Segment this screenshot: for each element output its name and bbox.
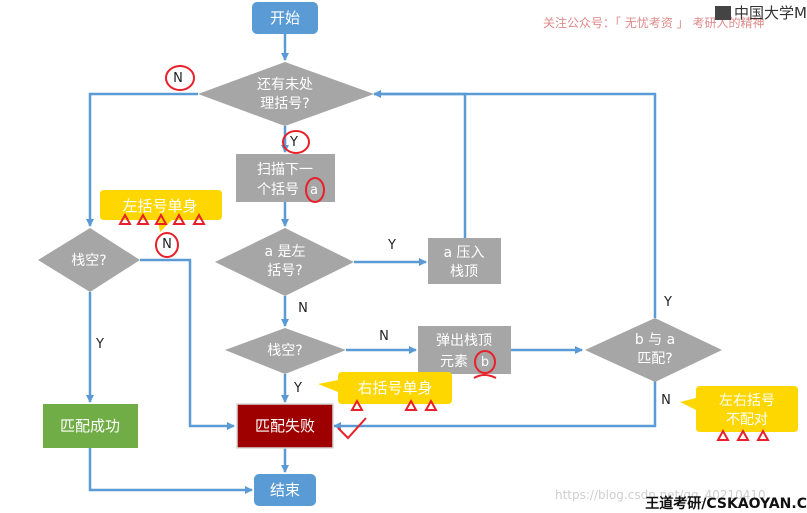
annotation-circle-n-left	[155, 232, 179, 258]
decision-match: b 与 a 匹配?	[585, 318, 722, 382]
empty-left-label: 栈空?	[71, 253, 106, 269]
decision-unprocessed: 还有未处 理括号?	[198, 62, 374, 126]
callout-right-single: 右括号单身	[318, 372, 452, 404]
decision-stack-empty-left: 栈空?	[38, 228, 140, 292]
push-line2: 栈顶	[450, 264, 478, 280]
callout-mismatch-line2: 不配对	[726, 412, 768, 428]
annotation-circle-b	[474, 350, 496, 374]
label-unprocessed-yes: Y	[289, 135, 298, 150]
edge-success-to-end	[88, 448, 253, 494]
logo-text: 中国大学M	[734, 4, 807, 22]
header-follow-text: 关注公众号：「 无忧考资 」 考研人的精神	[543, 16, 765, 30]
unprocessed-line2: 理括号?	[260, 96, 309, 112]
label-empty-yes: Y	[293, 381, 302, 396]
label-left-no: N	[298, 301, 308, 316]
empty-center-label: 栈空?	[267, 343, 302, 359]
end-node: 结束	[254, 474, 316, 506]
callout-right-single-text: 右括号单身	[357, 379, 432, 397]
scan-node: 扫描下一 个括号 a	[236, 154, 335, 202]
success-label: 匹配成功	[60, 417, 120, 435]
label-empty-no: N	[379, 329, 389, 344]
fail-label: 匹配失败	[255, 417, 315, 435]
csdn-watermark: https://blog.csdn.net/qq_40210410	[555, 488, 766, 502]
annotation-triangles-left	[118, 212, 206, 225]
left-line1: a 是左	[264, 244, 305, 260]
edge-match-no	[333, 380, 657, 430]
edge-empty2-no	[140, 258, 235, 430]
annotation-triangles-mismatch	[716, 428, 770, 441]
pop-mark-b: b	[481, 355, 489, 370]
connectors	[86, 34, 657, 494]
label-empty2-yes: Y	[95, 337, 104, 352]
match-line2: 匹配?	[637, 351, 672, 367]
match-line1: b 与 a	[635, 332, 675, 348]
edge-match-yes	[374, 92, 657, 318]
decision-left-bracket: a 是左 括号?	[215, 228, 354, 296]
unprocessed-line1: 还有未处	[257, 77, 313, 93]
edge-push-loop	[373, 90, 467, 238]
site-logo: 中国大学M	[715, 2, 807, 23]
push-node: a 压入 栈顶	[428, 238, 501, 284]
fail-node: 匹配失败	[236, 403, 334, 449]
annotation-circle-n-top	[165, 65, 195, 91]
left-line2: 括号?	[267, 263, 302, 279]
start-node: 开始	[252, 2, 318, 34]
label-left-yes: Y	[387, 238, 396, 253]
label-empty2-no: N	[162, 237, 172, 252]
label-match-yes: Y	[663, 295, 672, 310]
pop-line1: 弹出栈顶	[436, 333, 492, 349]
label-match-no: N	[661, 393, 671, 408]
annotation-underline-b	[473, 374, 497, 379]
annotation-checkmark	[337, 417, 367, 440]
start-label: 开始	[270, 9, 300, 27]
decision-stack-empty-center: 栈空?	[225, 328, 346, 374]
pop-line2: 元素	[440, 354, 468, 370]
success-node: 匹配成功	[43, 404, 138, 448]
annotation-circle-a	[305, 177, 325, 203]
brand-footer: 王道考研/CSKAOYAN.C	[645, 496, 807, 512]
push-line1: a 压入	[443, 245, 484, 261]
callout-left-single: 左括号单身	[100, 190, 222, 232]
pop-node: 弹出栈顶 元素 b	[418, 326, 511, 374]
annotation-circle-y-top	[282, 130, 310, 154]
scan-line2: 个括号	[257, 182, 299, 198]
callout-mismatch-line1: 左右括号	[719, 393, 775, 409]
annotation-triangles-right	[350, 398, 438, 411]
scan-mark-a: a	[310, 183, 318, 198]
scan-line1: 扫描下一	[257, 162, 313, 178]
label-unprocessed-no: N	[173, 71, 183, 86]
red-annotations	[118, 65, 770, 441]
edge-labels: N Y Y N N Y N Y N Y	[95, 71, 672, 408]
edge-unprocessed-no	[86, 92, 198, 227]
logo-icon	[715, 6, 732, 20]
end-label: 结束	[270, 481, 300, 499]
callout-mismatch: 左右括号 不配对	[680, 386, 798, 432]
callout-left-single-text: 左括号单身	[122, 197, 197, 215]
